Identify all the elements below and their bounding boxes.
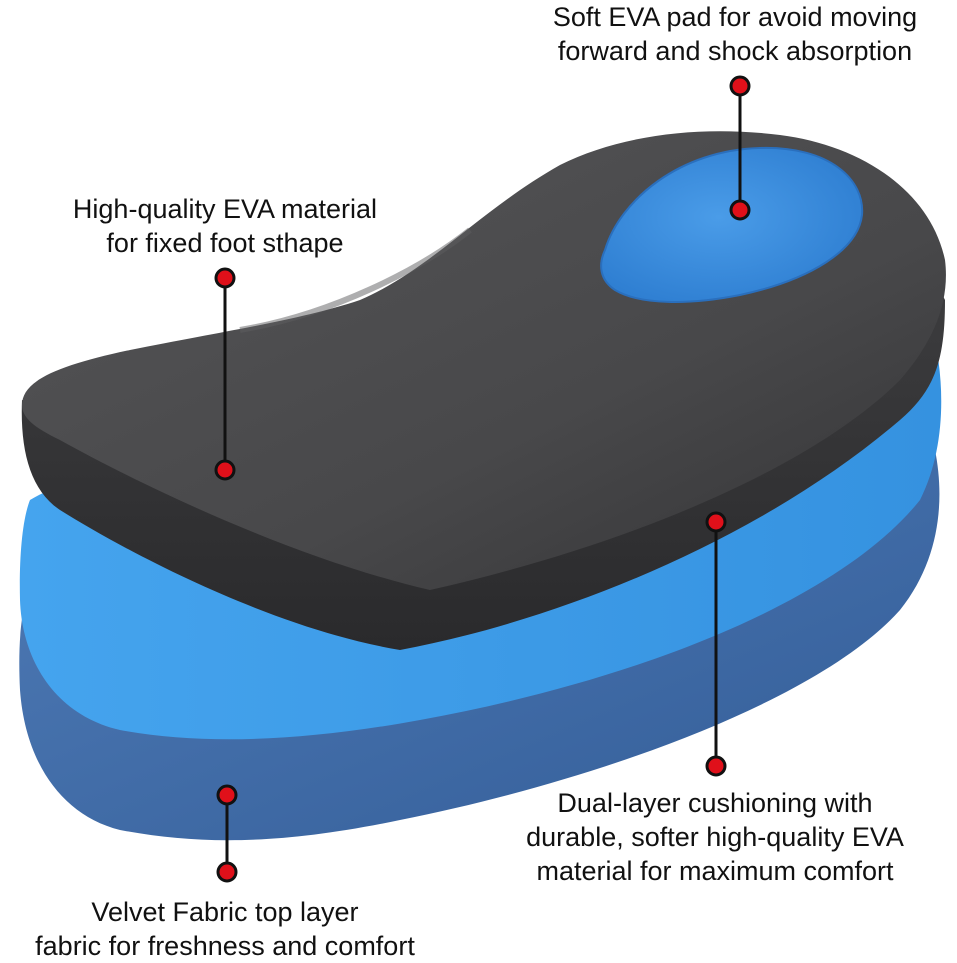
callout-line: High-quality EVA material	[72, 194, 378, 224]
shell-side-wall	[21, 290, 945, 650]
callout-line: durable, softer high-quality EVA	[526, 822, 904, 852]
callout-line: material for maximum comfort	[536, 856, 894, 886]
marker-dot	[216, 784, 238, 806]
marker-dot	[705, 511, 727, 533]
callout-velvet-fabric: Velvet Fabric top layer fabric for fresh…	[0, 895, 450, 963]
arch-contour	[239, 227, 472, 333]
callout-line: for fixed foot sthape	[106, 228, 344, 258]
callout-line: Velvet Fabric top layer	[91, 897, 359, 927]
callout-line: Soft EVA pad for avoid moving	[552, 2, 918, 32]
callout-dual-layer-cushioning: Dual-layer cushioning with durable, soft…	[480, 786, 950, 888]
marker-dot	[729, 199, 751, 221]
callout-soft-eva-pad: Soft EVA pad for avoid moving forward an…	[500, 0, 957, 68]
marker-dot	[214, 459, 236, 481]
callout-line: Dual-layer cushioning with	[557, 788, 873, 818]
marker-dot	[705, 755, 727, 777]
marker-dot	[214, 267, 236, 289]
callout-line: forward and shock absorption	[557, 36, 913, 66]
callout-eva-material: High-quality EVA material for fixed foot…	[40, 192, 410, 260]
marker-dot	[216, 861, 238, 883]
callout-line: fabric for freshness and comfort	[35, 931, 415, 961]
callout-lines	[223, 86, 742, 872]
marker-dot	[729, 75, 751, 97]
heel-pad	[600, 146, 864, 303]
foam-layer	[19, 340, 942, 740]
marker-dots	[214, 75, 751, 883]
